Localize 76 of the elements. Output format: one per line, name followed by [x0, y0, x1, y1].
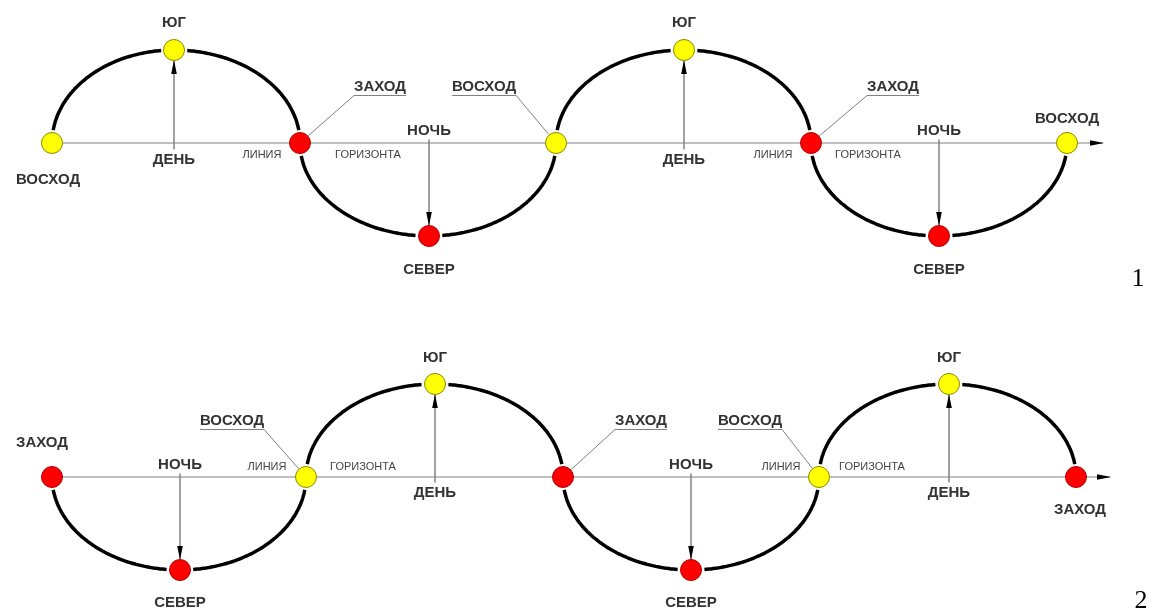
label: ВОСХОД — [1034, 108, 1100, 126]
label: ЗАХОД — [1054, 499, 1106, 517]
label: НОЧЬ — [158, 454, 202, 474]
figure-number: 2 — [1134, 586, 1148, 614]
label: ЛИНИЯ — [242, 147, 282, 161]
horizon-line — [821, 142, 1057, 144]
arrow — [936, 139, 942, 226]
label: ВОСХОД — [717, 410, 783, 430]
sun-path-arc — [697, 48, 812, 131]
label: ЗАХОД — [867, 76, 919, 96]
horizon-line — [62, 142, 290, 144]
label: ЮГ — [672, 12, 696, 30]
horizon-line — [566, 142, 801, 144]
label: ЮГ — [162, 12, 186, 30]
leader-line — [307, 95, 407, 137]
arrow — [1077, 140, 1104, 146]
sun-path-arc — [305, 382, 422, 465]
label: НОЧЬ — [407, 120, 451, 140]
sun-path-arc — [704, 489, 820, 572]
sun-path-arc — [818, 382, 936, 465]
label: ЮГ — [937, 347, 961, 365]
sun-path-arc — [448, 382, 564, 465]
label: ДЕНЬ — [413, 482, 457, 502]
label: СЕВЕР — [403, 259, 455, 277]
sun-path-arc — [187, 48, 301, 131]
leader-line — [451, 95, 550, 136]
horizon-line — [829, 476, 1066, 478]
horizon-line — [316, 476, 553, 478]
horizon-line — [310, 142, 546, 144]
label: СЕВЕР — [154, 592, 206, 610]
label: ДЕНЬ — [927, 482, 971, 502]
arrow — [177, 473, 183, 560]
label: ЗАХОД — [354, 76, 406, 96]
leader-line — [818, 95, 920, 137]
label: СЕВЕР — [665, 592, 717, 610]
sun-path-arc — [555, 48, 671, 131]
label: ДЕНЬ — [152, 149, 196, 169]
sun-path-arc — [51, 48, 162, 131]
label: ВОСХОД — [199, 410, 265, 430]
sun-path-arc — [442, 155, 557, 238]
label: ГОРИЗОНТА — [335, 147, 401, 161]
horizon-line — [62, 476, 296, 478]
arrow — [688, 473, 694, 560]
arrow — [1086, 474, 1111, 480]
label: ЛИНИЯ — [247, 459, 287, 473]
leader-line — [199, 429, 300, 470]
label: НОЧЬ — [669, 454, 713, 474]
label: СЕВЕР — [913, 259, 965, 277]
sun-path-arc — [962, 382, 1077, 465]
label: ГОРИЗОНТА — [330, 459, 396, 473]
label: ЮГ — [423, 347, 447, 365]
sun-path-arc — [299, 155, 416, 238]
label: ВОСХОД — [15, 169, 81, 187]
sun-path-arc — [51, 489, 167, 572]
label: ЛИНИЯ — [761, 459, 801, 473]
arrow — [946, 394, 952, 483]
leader-line — [717, 429, 813, 469]
label: ДЕНЬ — [662, 149, 706, 169]
arrow — [171, 60, 177, 150]
label: ГОРИЗОНТА — [835, 147, 901, 161]
sun-path-arc — [810, 155, 926, 238]
label: НОЧЬ — [917, 120, 961, 140]
sun-path-arc — [952, 155, 1068, 238]
label: ВОСХОД — [451, 76, 517, 96]
sun-path-arc — [193, 489, 307, 572]
arrow — [426, 139, 432, 226]
label: ЗАХОД — [615, 410, 667, 430]
sun-path-arc — [562, 489, 678, 572]
figure-number: 1 — [1131, 264, 1145, 292]
label: ЗАХОД — [16, 432, 68, 450]
label: ЛИНИЯ — [753, 147, 793, 161]
arrow — [681, 60, 687, 150]
arrow — [432, 394, 438, 483]
leader-line — [570, 429, 668, 471]
horizon-line — [573, 476, 809, 478]
label: ГОРИЗОНТА — [839, 459, 905, 473]
